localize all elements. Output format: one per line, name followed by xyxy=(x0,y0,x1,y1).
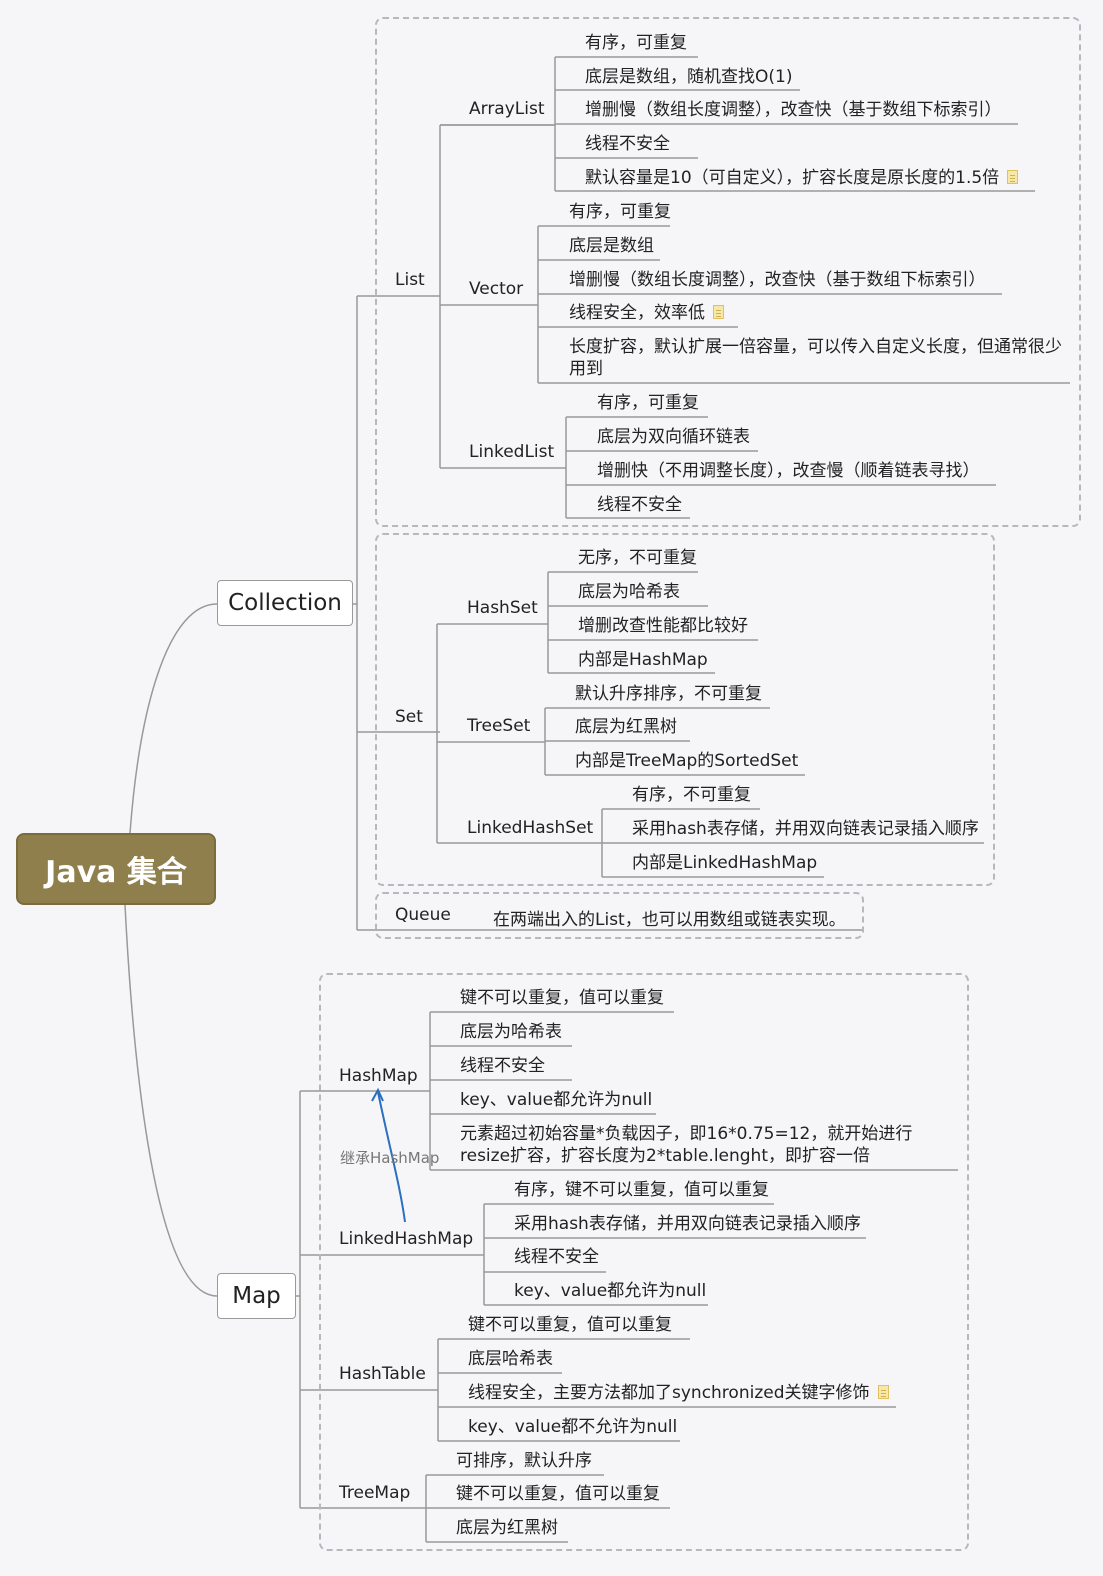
connector xyxy=(124,904,218,1297)
list-item: 键不可以重复，值可以重复 xyxy=(468,1315,672,1335)
list-item: 线程不安全 xyxy=(514,1247,599,1267)
linkedhashset-node[interactable]: LinkedHashSet xyxy=(467,818,594,838)
list-item: 长度扩容，默认扩展一倍容量，可以传入自定义长度，但通常很少用到 xyxy=(569,337,1062,379)
set-node[interactable]: Set xyxy=(395,707,423,727)
list-item: 键不可以重复，值可以重复 xyxy=(460,988,664,1008)
list-item: 增删改查性能都比较好 xyxy=(578,616,748,636)
collection-node[interactable]: Collection xyxy=(217,580,353,626)
list-item: 内部是LinkedHashMap xyxy=(632,853,818,873)
map-group-box xyxy=(319,973,969,1551)
map-node[interactable]: Map xyxy=(217,1273,296,1319)
list-item: 增删快（不用调整长度），改查慢（顺着链表寻找） xyxy=(597,461,980,481)
list-item: 有序，可重复 xyxy=(569,202,671,222)
list-item: 线程不安全 xyxy=(585,134,670,154)
linkedlist-node[interactable]: LinkedList xyxy=(469,442,555,462)
list-group-box xyxy=(375,17,1081,527)
list-item: 元素超过初始容量*负载因子，即16*0.75=12，就开始进行resize扩容，… xyxy=(460,1124,913,1166)
list-item: key、value都不允许为null xyxy=(468,1417,678,1437)
list-item: 底层哈希表 xyxy=(468,1349,553,1369)
linkedhashmap-node[interactable]: LinkedHashMap xyxy=(339,1229,474,1249)
treemap-node[interactable]: TreeMap xyxy=(339,1483,411,1503)
set-group-box xyxy=(375,533,995,886)
list-item-with-note: 默认容量是10（可自定义），扩容长度是原长度的1.5倍 xyxy=(585,167,1019,189)
note-icon[interactable] xyxy=(877,1385,889,1399)
vector-node[interactable]: Vector xyxy=(469,279,524,299)
list-item: 底层是数组，随机查找O(1) xyxy=(585,67,793,87)
list-item: 采用hash表存储，并用双向链表记录插入顺序 xyxy=(514,1214,861,1234)
list-item: 有序，不可重复 xyxy=(632,785,751,805)
list-item: 内部是TreeMap的SortedSet xyxy=(575,751,799,771)
treeset-node[interactable]: TreeSet xyxy=(467,716,531,736)
arraylist-node[interactable]: ArrayList xyxy=(469,99,545,119)
list-item: 底层为哈希表 xyxy=(578,582,680,602)
inherit-label: 继承HashMap xyxy=(340,1149,440,1167)
list-item: 有序，可重复 xyxy=(597,393,699,413)
list-item: 底层为红黑树 xyxy=(456,1518,558,1538)
list-item: 键不可以重复，值可以重复 xyxy=(456,1484,660,1504)
list-item: 线程不安全 xyxy=(460,1056,545,1076)
list-item: 有序，键不可以重复，值可以重复 xyxy=(514,1180,769,1200)
list-item: 无序，不可重复 xyxy=(578,548,697,568)
connector xyxy=(129,603,218,834)
list-item: 采用hash表存储，并用双向链表记录插入顺序 xyxy=(632,819,979,839)
root-node[interactable]: Java 集合 xyxy=(16,833,216,905)
list-item: 增删慢（数组长度调整），改查快（基于数组下标索引） xyxy=(585,100,1002,120)
list-node[interactable]: List xyxy=(395,270,425,290)
list-item: 内部是HashMap xyxy=(578,650,708,670)
list-item: key、value都允许为null xyxy=(460,1090,653,1110)
hashtable-node[interactable]: HashTable xyxy=(339,1364,426,1384)
note-icon[interactable] xyxy=(1007,170,1019,184)
queue-node[interactable]: Queue xyxy=(395,905,451,925)
list-item: key、value都允许为null xyxy=(514,1281,707,1301)
list-item-text: 线程安全，主要方法都加了synchronized关键字修饰 xyxy=(468,1383,870,1403)
list-item: 底层为哈希表 xyxy=(460,1022,562,1042)
list-item: 底层为双向循环链表 xyxy=(597,427,750,447)
list-item-text: 线程安全，效率低 xyxy=(569,303,705,323)
list-item: 底层为红黑树 xyxy=(575,717,677,737)
list-item: 线程不安全 xyxy=(597,495,682,515)
inherit-arrowhead xyxy=(371,1087,384,1102)
hashmap-node[interactable]: HashMap xyxy=(339,1066,418,1086)
root-label: Java 集合 xyxy=(45,855,187,890)
collection-label: Collection xyxy=(228,590,342,616)
list-item: 底层是数组 xyxy=(569,236,654,256)
list-item: 有序，可重复 xyxy=(585,33,687,53)
note-icon[interactable] xyxy=(713,305,724,319)
list-item-text: 默认容量是10（可自定义），扩容长度是原长度的1.5倍 xyxy=(585,168,1000,188)
map-label: Map xyxy=(232,1283,281,1309)
hashset-node[interactable]: HashSet xyxy=(467,598,538,618)
list-item: 增删慢（数组长度调整），改查快（基于数组下标索引） xyxy=(569,270,986,290)
list-item-with-note: 线程安全，效率低 xyxy=(569,302,724,324)
inherit-arrow xyxy=(377,1091,406,1223)
list-item-with-note: 线程安全，主要方法都加了synchronized关键字修饰 xyxy=(468,1382,889,1404)
queue-group-box xyxy=(375,892,864,939)
list-item: 可排序，默认升序 xyxy=(456,1451,592,1471)
list-item: 默认升序排序，不可重复 xyxy=(575,684,762,704)
queue-desc: 在两端出入的List，也可以用数组或链表实现。 xyxy=(493,910,846,930)
